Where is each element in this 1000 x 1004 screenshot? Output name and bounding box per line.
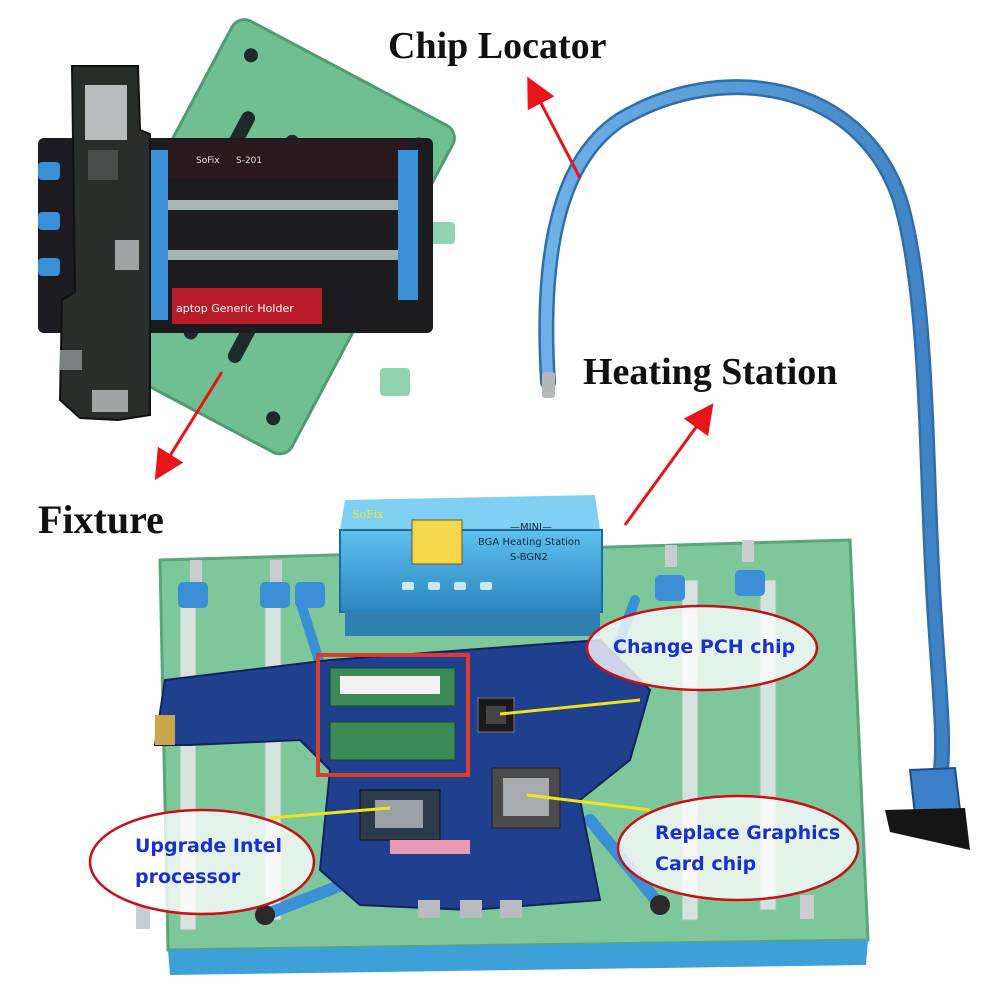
heating-station-box — [339, 495, 603, 636]
station-line2: BGA Heating Station — [478, 537, 580, 548]
leader-lines — [269, 698, 651, 820]
station-line3: S-BGN2 — [510, 552, 548, 563]
heating-station-label: Heating Station — [583, 351, 838, 393]
callout-gpu-line2: Card chip — [655, 853, 757, 875]
callout-intel-line1: Upgrade Intel — [135, 835, 282, 857]
fixture-holder-text: aptop Generic Holder — [176, 302, 294, 315]
fixture-brand-text: SoFix — [196, 156, 220, 166]
callout-pch-text: Change PCH chip — [613, 636, 796, 658]
callout-shapes — [88, 604, 860, 916]
callout-intel-line2: processor — [135, 866, 241, 888]
fixture-label: Fixture — [38, 497, 164, 542]
fixture-model-text: S-201 — [236, 156, 262, 166]
chip-locator-label: Chip Locator — [388, 25, 607, 67]
fixture-photo — [38, 18, 456, 456]
station-line1: —MINI— — [510, 522, 552, 533]
chip-locator-hose — [538, 79, 970, 850]
label-arrows — [154, 76, 714, 526]
callout-gpu-line1: Replace Graphics — [655, 822, 841, 844]
station-brand-text: SoFix — [352, 508, 384, 521]
